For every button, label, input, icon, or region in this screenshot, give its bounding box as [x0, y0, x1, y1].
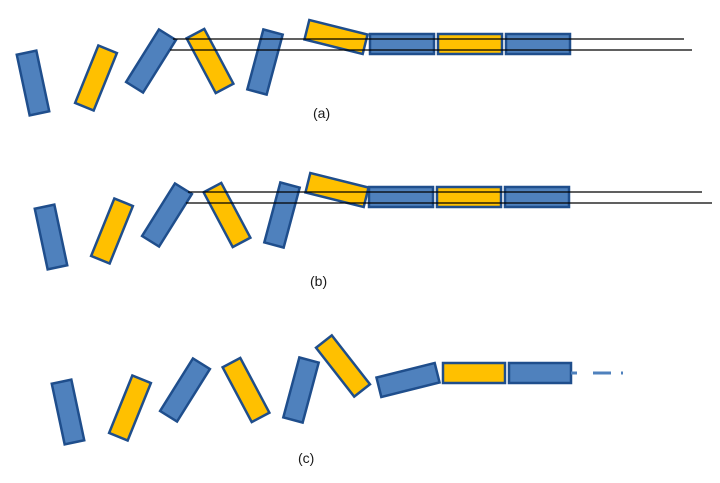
panel-label-b: (b) — [310, 273, 327, 289]
block-yellow-6 — [302, 18, 370, 56]
block-blue-7-aligned — [367, 185, 435, 209]
block-blue-7-aligned — [368, 32, 436, 56]
block-blue-9-aligned — [507, 361, 573, 385]
block-yellow-4 — [184, 27, 236, 95]
block-yellow-6 — [303, 171, 371, 209]
block-blue-7 — [374, 361, 442, 399]
block-blue-9-aligned — [504, 32, 572, 56]
block-yellow-6 — [314, 333, 372, 399]
block-blue-9-aligned — [503, 185, 571, 209]
block-blue-3 — [124, 27, 178, 95]
panel-c — [50, 333, 623, 446]
block-blue-5 — [281, 355, 321, 425]
panel-b — [33, 171, 712, 271]
block-yellow-8-aligned — [435, 185, 503, 209]
block-yellow-2 — [89, 196, 135, 266]
panel-a — [15, 18, 692, 117]
block-blue-1 — [15, 49, 51, 117]
block-blue-3 — [140, 181, 194, 249]
panel-label-c: (c) — [298, 450, 314, 466]
block-blue-3 — [158, 356, 212, 424]
block-blue-5 — [262, 180, 302, 250]
block-blue-5 — [245, 27, 285, 97]
block-yellow-2 — [107, 373, 153, 443]
block-yellow-4 — [201, 181, 253, 249]
block-yellow-2 — [73, 43, 119, 113]
block-yellow-8-aligned — [436, 32, 504, 56]
block-yellow-8-aligned — [441, 361, 507, 385]
panel-label-a: (a) — [313, 105, 330, 121]
block-blue-1 — [33, 203, 69, 271]
block-blue-1 — [50, 378, 86, 446]
block-yellow-4 — [220, 356, 272, 424]
